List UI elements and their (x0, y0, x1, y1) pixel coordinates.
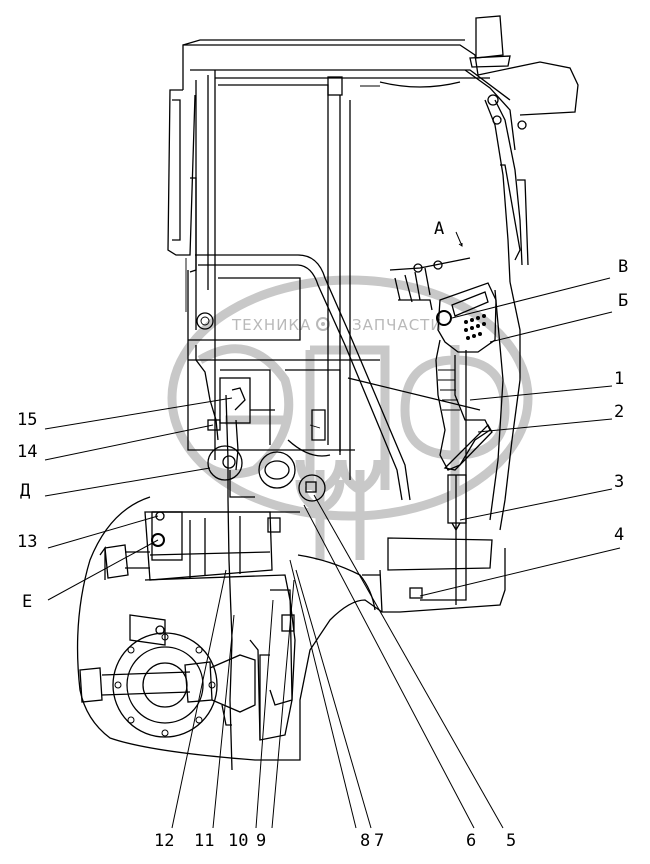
callout-11: 11 (194, 831, 214, 851)
watermark-gear-icon (316, 317, 330, 331)
callout-e: Е (22, 592, 32, 612)
hatch-circle (258, 451, 296, 489)
control-console (389, 257, 497, 605)
callout-15: 15 (17, 410, 37, 430)
connector-circle (222, 455, 236, 469)
engine-area-outline (76, 496, 383, 761)
callout-7: 7 (374, 831, 384, 851)
detail-markers (207, 445, 326, 502)
transmission (76, 470, 383, 761)
watermark-letter-p (305, 345, 390, 490)
side-shaft (104, 544, 129, 579)
callout-2: 2 (614, 402, 624, 422)
fuse-holder (207, 419, 221, 431)
cardan-shaft (79, 667, 103, 703)
rear-light (196, 312, 214, 330)
gearbox-flange (151, 511, 183, 561)
rear-panel (285, 369, 341, 452)
sensor-e (151, 533, 165, 547)
callout-12: 12 (154, 831, 174, 851)
sensor-13 (155, 511, 165, 521)
cab (167, 15, 579, 613)
callout-10: 10 (228, 831, 248, 851)
cab-roof (182, 44, 579, 116)
switch-panel-grid (464, 314, 486, 340)
callout-d: Д (20, 481, 30, 501)
callout-5: 5 (506, 831, 516, 851)
callout-9: 9 (256, 831, 266, 851)
gearbox (144, 511, 273, 581)
callout-b: Б (618, 291, 628, 311)
watermark-letter-e (197, 344, 294, 479)
roof-harness (195, 69, 516, 441)
connector-box (409, 587, 423, 599)
callout-v: В (618, 257, 628, 277)
callout-3: 3 (614, 472, 624, 492)
callout-8: 8 (360, 831, 370, 851)
watermark-right-text: ЗАПЧАСТИ (352, 316, 443, 334)
beacon (475, 15, 504, 59)
switch-panel (437, 282, 497, 353)
hub-bolts (114, 633, 216, 737)
leader-lines (44, 231, 621, 829)
lever-handles (389, 257, 471, 303)
callout-labels: А В Б 1 2 3 4 15 14 Д 13 Е 12 11 10 9 8 … (17, 219, 628, 851)
callout-a: А (434, 219, 444, 239)
callout-14: 14 (17, 442, 37, 462)
roof-bracket (327, 76, 343, 96)
detail-5-circle (298, 474, 326, 502)
callout-6: 6 (466, 831, 476, 851)
pedal (443, 423, 493, 471)
window-frame (195, 254, 411, 501)
cab-floor (379, 548, 506, 613)
callout-13: 13 (17, 532, 37, 552)
relay-block (219, 377, 251, 424)
ignition-switch (436, 310, 452, 326)
callout-4: 4 (614, 525, 624, 545)
front-pillar (494, 99, 523, 266)
wiring (195, 69, 516, 771)
main-harness (225, 394, 233, 771)
mirror-mount (487, 94, 499, 106)
watermark-left-text: ТЕХНИКА (231, 316, 311, 334)
callout-1: 1 (614, 369, 624, 389)
detail-d-circle (207, 445, 243, 481)
rear-pillar (167, 89, 196, 256)
